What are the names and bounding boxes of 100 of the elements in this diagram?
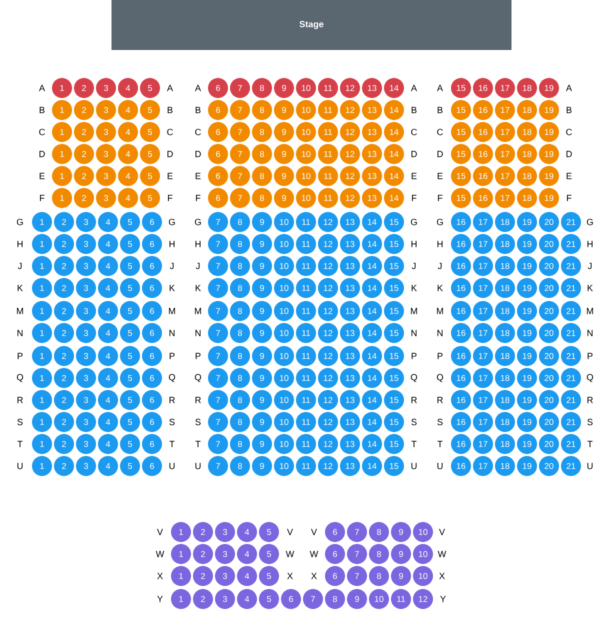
- seat: 14: [362, 434, 382, 454]
- seat: 20: [539, 212, 559, 232]
- seat: 18: [495, 256, 515, 276]
- seat: 9: [391, 522, 411, 542]
- seat: 8: [252, 144, 272, 164]
- seat: 12: [340, 188, 360, 208]
- seat: 12: [318, 323, 338, 343]
- row-letter: S: [195, 418, 201, 426]
- row-letter: Y: [440, 596, 446, 602]
- row-letter: F: [412, 194, 416, 202]
- seat: 6: [142, 346, 162, 366]
- row-letter: D: [167, 150, 173, 158]
- seat: 15: [451, 100, 471, 120]
- seat: 10: [296, 144, 316, 164]
- seat: 18: [495, 434, 515, 454]
- seat: 14: [362, 323, 382, 343]
- row-letter: C: [195, 128, 201, 136]
- seat: 16: [451, 212, 471, 232]
- seat: 10: [413, 566, 433, 586]
- seat: 14: [362, 390, 382, 410]
- seat: 21: [561, 278, 581, 298]
- seat: 11: [296, 234, 316, 254]
- seat: 2: [193, 589, 213, 609]
- row-letter: G: [410, 218, 417, 226]
- seat: 13: [340, 346, 360, 366]
- seat: 1: [52, 100, 72, 120]
- row-letter: M: [168, 308, 175, 314]
- seat: 1: [32, 278, 52, 298]
- seat: 4: [98, 301, 118, 321]
- row-letter: J: [170, 262, 174, 270]
- seat: 9: [274, 188, 294, 208]
- row-letter: H: [411, 240, 417, 248]
- row-letter: K: [18, 284, 23, 292]
- seat: 16: [451, 434, 471, 454]
- seat: 10: [274, 323, 294, 343]
- seat: 1: [32, 323, 52, 343]
- row-letter: M: [436, 308, 443, 314]
- seat: 1: [32, 256, 52, 276]
- seat: 4: [98, 390, 118, 410]
- seat: 21: [561, 390, 581, 410]
- seat: 6: [142, 390, 162, 410]
- seat: 16: [473, 100, 493, 120]
- seat: 17: [495, 122, 515, 142]
- seat: 5: [140, 144, 160, 164]
- seat: 5: [120, 412, 140, 432]
- seat: 12: [318, 234, 338, 254]
- seat: 12: [340, 100, 360, 120]
- seat: 1: [52, 144, 72, 164]
- seat: 1: [52, 122, 72, 142]
- seat: 5: [259, 544, 279, 564]
- seat: 9: [391, 544, 411, 564]
- seat: 1: [52, 166, 72, 186]
- seat: 19: [517, 434, 537, 454]
- row-letter: F: [438, 194, 442, 202]
- seat: 14: [384, 188, 404, 208]
- seat: 10: [274, 456, 294, 476]
- row-letter: V: [287, 528, 293, 536]
- seat: 13: [340, 412, 360, 432]
- seat: 18: [517, 78, 537, 98]
- row-letter: A: [566, 84, 572, 92]
- row-letter: R: [411, 396, 417, 404]
- row-letter: W: [310, 550, 318, 558]
- seat: 9: [274, 144, 294, 164]
- seat: 10: [296, 188, 316, 208]
- seat: 3: [76, 456, 96, 476]
- seat: 10: [296, 100, 316, 120]
- seat: 6: [142, 368, 162, 388]
- seat: 4: [98, 212, 118, 232]
- seat: 11: [391, 589, 411, 609]
- seat: 3: [215, 544, 235, 564]
- seat: 1: [32, 412, 52, 432]
- row-letter: P: [588, 352, 593, 360]
- row-letter: B: [412, 106, 417, 114]
- seat: 12: [340, 144, 360, 164]
- row-letter: N: [411, 330, 417, 336]
- row-letter: T: [195, 440, 201, 448]
- seat: 8: [369, 544, 389, 564]
- seat: 13: [340, 301, 360, 321]
- row-letter: F: [168, 194, 172, 202]
- seat: 6: [142, 278, 162, 298]
- seat: 10: [296, 122, 316, 142]
- seat: 14: [362, 456, 382, 476]
- seat: 9: [252, 412, 272, 432]
- seat: 17: [473, 323, 493, 343]
- seat: 16: [473, 122, 493, 142]
- seat: 9: [252, 456, 272, 476]
- seat: 16: [451, 456, 471, 476]
- row-letter: A: [39, 84, 45, 92]
- seat: 15: [451, 78, 471, 98]
- seat: 11: [296, 390, 316, 410]
- seat: 1: [171, 522, 191, 542]
- seat: 13: [340, 212, 360, 232]
- seat: 17: [473, 368, 493, 388]
- seat: 1: [32, 390, 52, 410]
- row-letter: N: [437, 330, 443, 336]
- seat: 20: [539, 412, 559, 432]
- seat: 2: [74, 166, 94, 186]
- seat: 17: [473, 256, 493, 276]
- seat: 12: [318, 212, 338, 232]
- seat: 16: [451, 301, 471, 321]
